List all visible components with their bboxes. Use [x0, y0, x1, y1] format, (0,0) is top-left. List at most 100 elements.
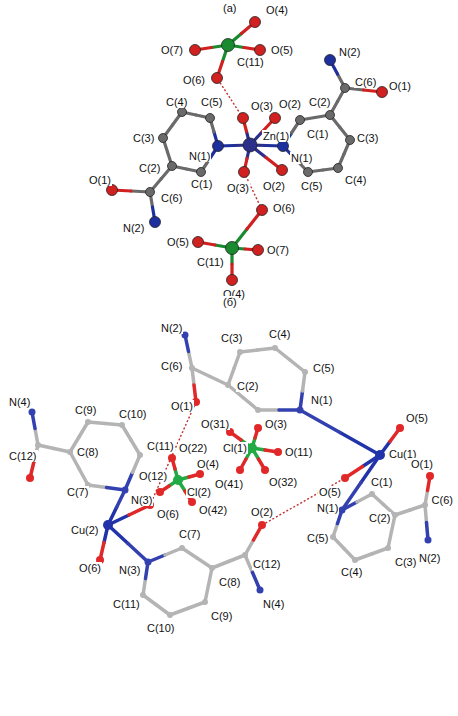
atom-label: O(3) — [226, 182, 250, 194]
atom-label: N(2) — [338, 46, 361, 58]
atom — [326, 111, 335, 120]
atom — [375, 450, 385, 460]
atom-label: N(2) — [160, 322, 183, 334]
atom — [297, 407, 304, 414]
atom — [107, 185, 118, 196]
atom — [173, 475, 183, 485]
atom-label: N(1) — [310, 394, 333, 406]
atom-label: O(6) — [156, 508, 180, 520]
atom — [325, 55, 336, 66]
atom — [212, 73, 223, 84]
atom — [167, 612, 173, 618]
atom-label: O(1) — [388, 80, 412, 92]
atom — [67, 449, 73, 455]
atom — [341, 474, 349, 482]
atom-label: C(11) — [112, 598, 141, 610]
atom-label: O(5) — [318, 486, 342, 498]
atom-label: C(6) — [160, 192, 183, 204]
atom-label: C(2) — [308, 96, 331, 108]
atom-label: Zn(1) — [262, 130, 290, 142]
atom-label: C(1) — [306, 128, 329, 140]
atom — [159, 134, 168, 143]
atom — [250, 17, 261, 28]
atom — [193, 237, 204, 248]
atom-label: (а) — [222, 2, 237, 14]
atom-label: C(5) — [200, 96, 223, 108]
atom — [257, 205, 268, 216]
atom-label: C(5) — [300, 180, 323, 192]
atom — [258, 521, 266, 529]
atom-label: O(6) — [272, 202, 296, 214]
atom-label: N(4) — [8, 396, 31, 408]
atom-label: C(12) — [8, 450, 38, 462]
atom-label: O(5) — [166, 236, 190, 248]
atom — [253, 245, 264, 256]
atom — [239, 167, 250, 178]
atom — [304, 168, 313, 177]
atom — [341, 84, 350, 93]
atom-label: C(1) — [370, 476, 393, 488]
atom-label: C(3) — [132, 132, 155, 144]
atom — [296, 116, 305, 125]
atom — [156, 488, 164, 496]
atom — [145, 559, 152, 566]
atom — [222, 39, 235, 52]
atom-label: O(7) — [160, 44, 184, 56]
atom-label: O(22) — [178, 442, 208, 454]
atoms — [26, 17, 434, 619]
atom-label: O(3) — [250, 100, 274, 112]
atom-label: O(5) — [405, 412, 429, 424]
atom — [137, 452, 143, 458]
atom — [255, 45, 266, 56]
atom-label: C(1) — [190, 178, 213, 190]
atom-label: O(6) — [78, 562, 102, 574]
atom-label: O(6) — [182, 74, 206, 86]
atom — [270, 113, 281, 124]
atom-label: N(1) — [316, 502, 339, 514]
atom-label: C(2) — [368, 512, 391, 524]
atom — [339, 507, 346, 514]
atom — [225, 382, 231, 388]
atom-label: C(6) — [431, 494, 454, 506]
atom — [237, 349, 243, 355]
atom — [122, 487, 129, 494]
atom-label: N(3) — [118, 564, 141, 576]
atom — [334, 164, 343, 173]
atom-label: C(10) — [118, 408, 148, 420]
atom-label: O(11) — [284, 446, 313, 458]
atom — [352, 557, 358, 563]
atom-label: C(11) — [196, 256, 225, 268]
bond — [340, 433, 380, 456]
atom — [302, 369, 308, 375]
atom-label: C(9) — [74, 404, 97, 416]
atom-label: C(9) — [210, 610, 233, 622]
atom — [227, 275, 238, 286]
atom — [272, 345, 278, 351]
atom — [396, 424, 404, 432]
atom-label: O(4) — [265, 4, 289, 16]
atom — [178, 108, 187, 117]
atom-label: N(2) — [122, 222, 145, 234]
atom — [257, 587, 264, 594]
atom-label: O(2) — [262, 180, 286, 192]
atom-label: O(4) — [196, 458, 220, 470]
atom — [422, 502, 428, 508]
atom — [188, 498, 196, 506]
atom-label: C(11) — [146, 440, 175, 452]
atom — [209, 565, 215, 571]
atom — [243, 138, 257, 152]
atom — [426, 472, 434, 480]
bond — [128, 544, 148, 563]
atom-label: C(3) — [356, 132, 379, 144]
atom — [26, 474, 34, 482]
atom-label: C(4) — [344, 174, 367, 186]
atom-label: O(2) — [250, 506, 274, 518]
atom-label: (б) — [222, 296, 238, 308]
atom — [369, 491, 375, 497]
atom-label: O(1) — [410, 458, 434, 470]
atom-label: C(2) — [236, 380, 259, 392]
atom-label: O(1) — [170, 400, 194, 412]
atom-label: O(3) — [264, 418, 288, 430]
